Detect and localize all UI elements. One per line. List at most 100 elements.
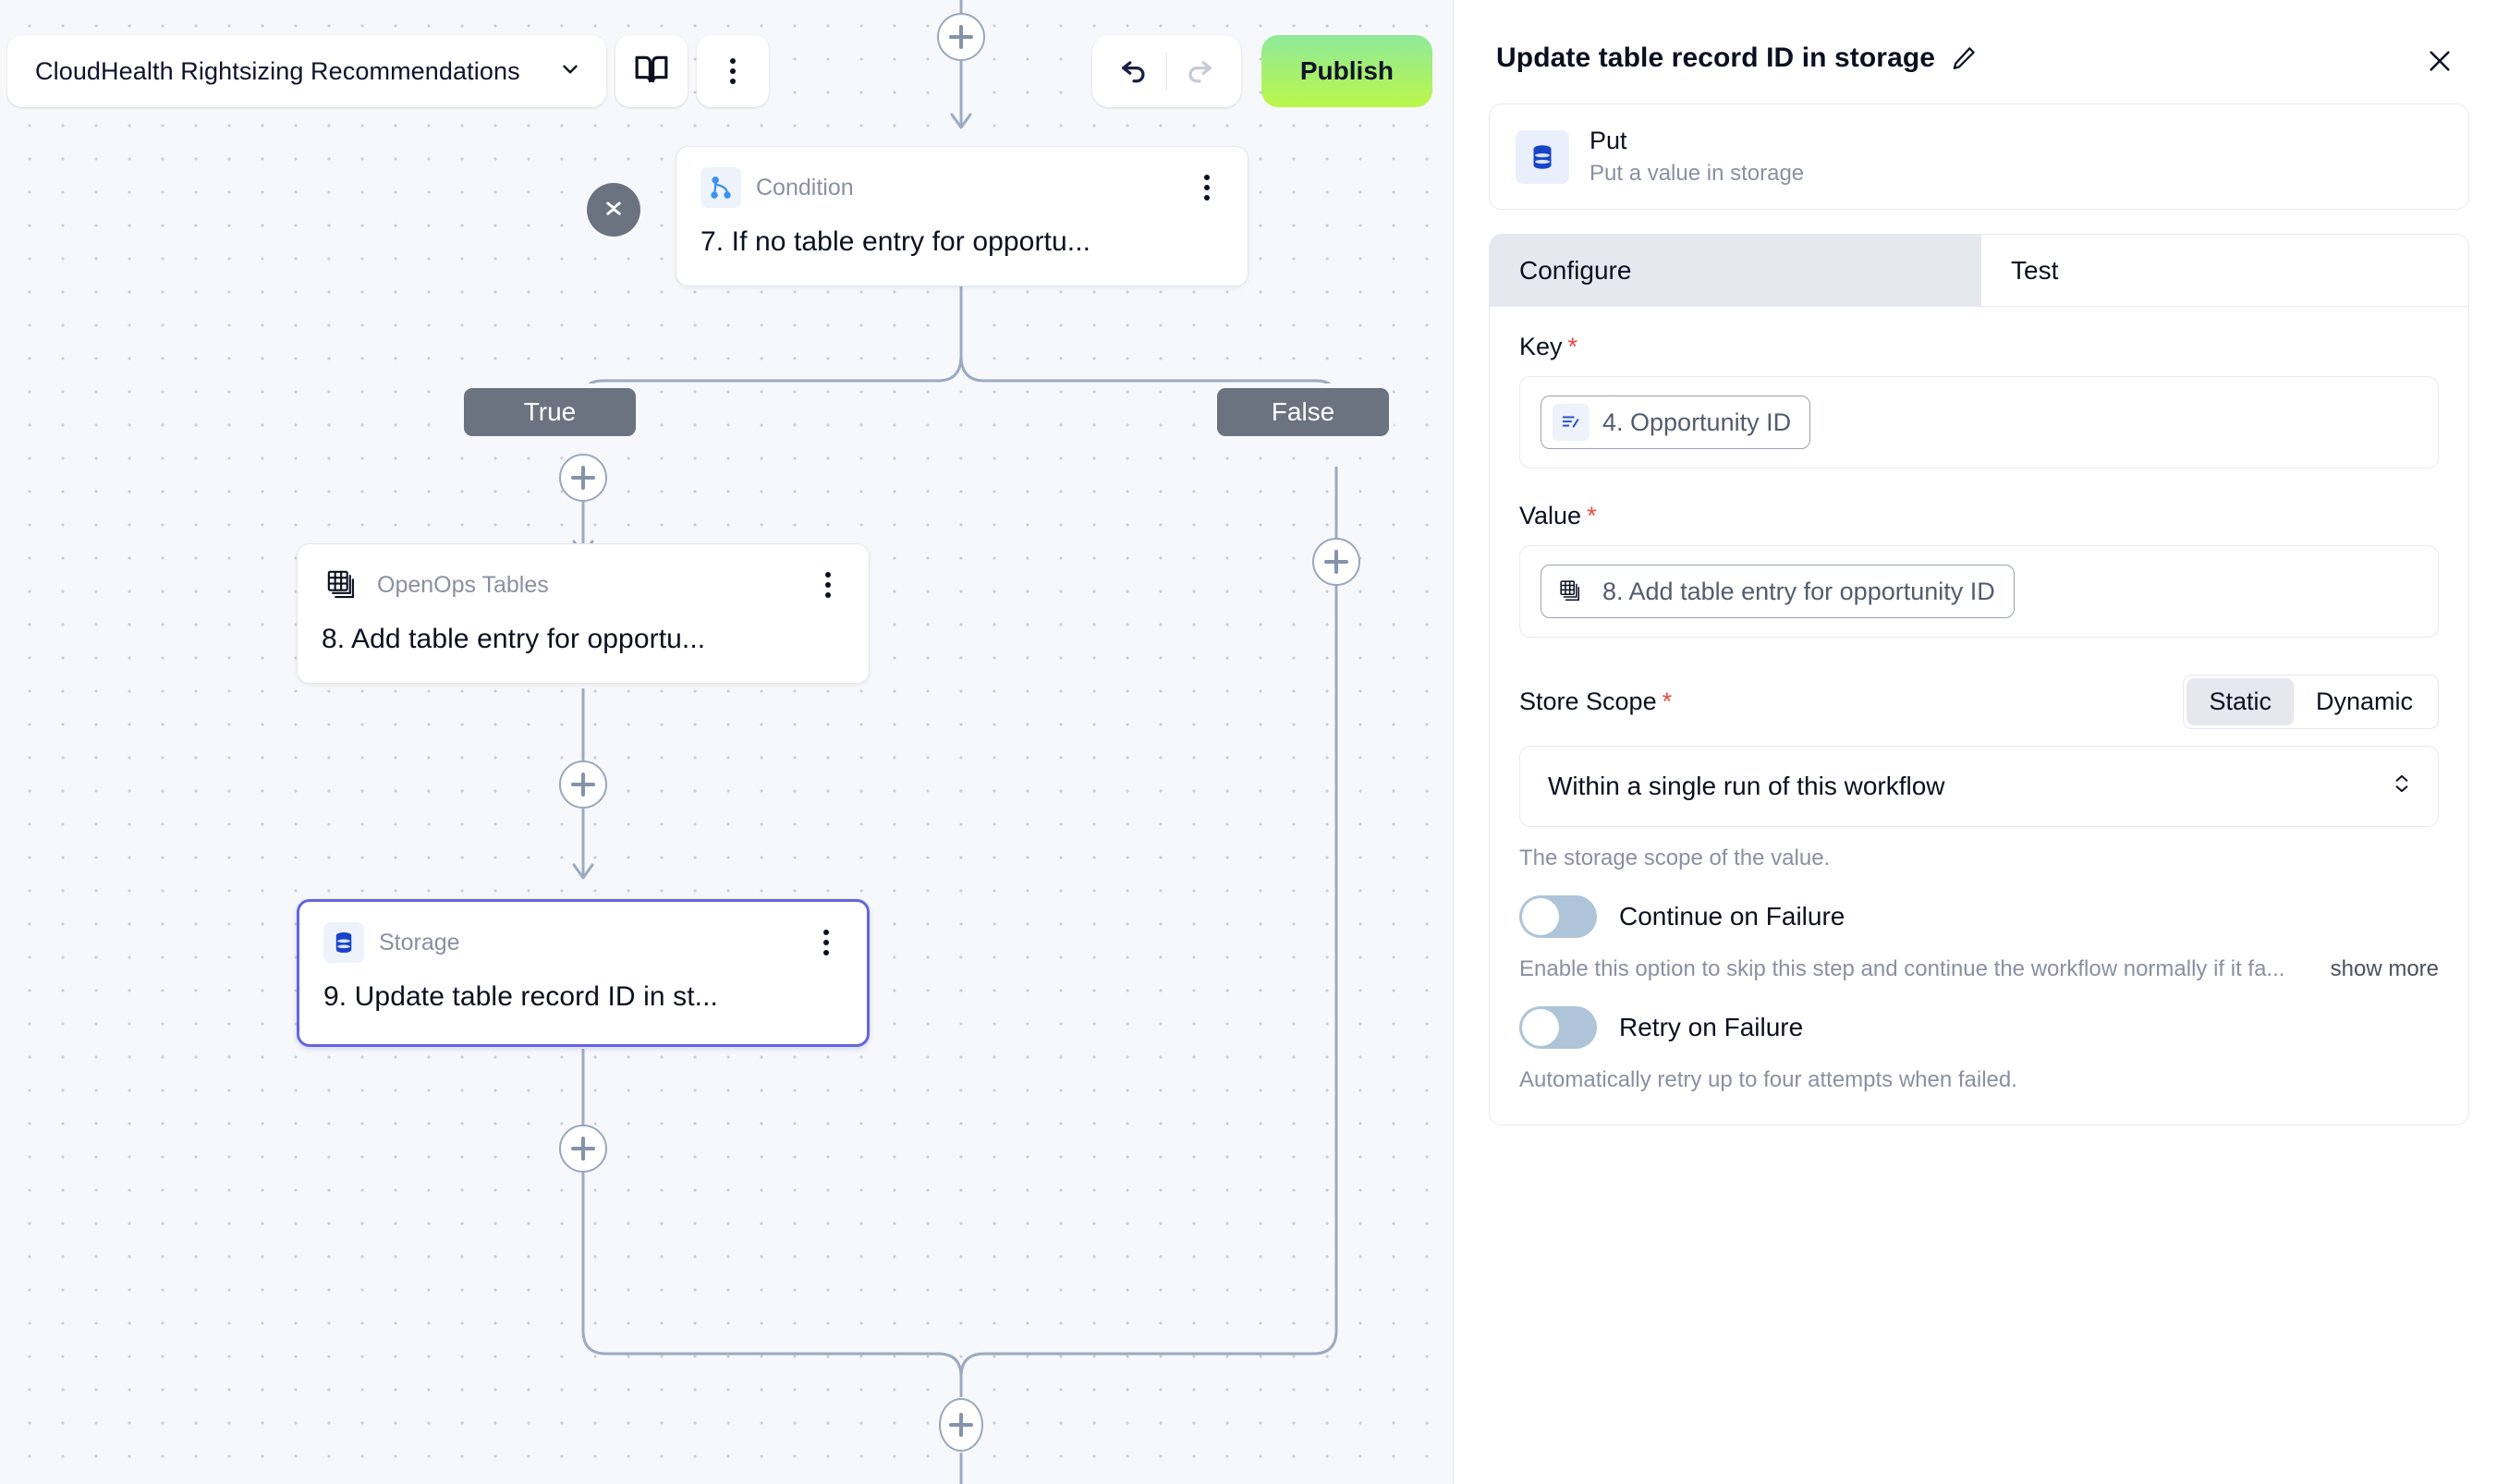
show-more-link[interactable]: show more <box>2330 956 2439 981</box>
workflow-node-openops-tables[interactable]: OpenOps Tables 8. Add table entry for op… <box>297 543 870 684</box>
pencil-icon[interactable] <box>1950 44 1978 72</box>
add-step-plus-top[interactable] <box>937 13 985 61</box>
node-menu-button[interactable] <box>810 922 843 963</box>
tables-icon <box>1553 573 1590 610</box>
retry-on-failure-desc-row: Automatically retry up to four attempts … <box>1519 1067 2439 1093</box>
more-vertical-icon <box>1204 175 1210 201</box>
redo-button[interactable] <box>1173 44 1226 98</box>
book-icon <box>634 52 669 91</box>
node-title: 8. Add table entry for opportu... <box>322 624 706 654</box>
workflow-title-text: CloudHealth Rightsizing Recommendations <box>35 56 520 85</box>
settings-tabs-card: Configure Test Key* 4. Op <box>1489 234 2469 1125</box>
tab-test[interactable]: Test <box>1981 235 2468 307</box>
publish-button[interactable]: Publish <box>1261 35 1432 107</box>
value-input[interactable]: 8. Add table entry for opportunity ID <box>1519 545 2439 638</box>
undo-button[interactable] <box>1107 44 1161 98</box>
piece-row: Put Put a value in storage <box>1490 104 2468 209</box>
undo-redo-group <box>1091 35 1241 107</box>
tables-icon <box>322 565 362 605</box>
retry-on-failure-row: Retry on Failure <box>1519 1006 2439 1049</box>
page-title: Update table record ID in storage <box>1496 43 1936 73</box>
required-asterisk: * <box>1567 333 1578 360</box>
piece-summary-card: Put Put a value in storage <box>1489 103 2469 210</box>
value-label: Value* <box>1519 502 2439 530</box>
branch-label-false[interactable]: False <box>1212 383 1394 441</box>
segment-dynamic[interactable]: Dynamic <box>2315 687 2413 715</box>
canvas-toolbar-right: Publish <box>1091 35 1432 107</box>
store-scope-label-text: Store Scope <box>1519 687 1657 715</box>
workflow-canvas[interactable]: CloudHealth Rightsizing Recommendations <box>0 0 1453 1484</box>
undo-icon <box>1118 54 1150 90</box>
continue-on-failure-label: Continue on Failure <box>1619 902 1845 931</box>
toolbar-divider <box>1165 52 1167 91</box>
tab-configure[interactable]: Configure <box>1490 235 1981 307</box>
segment-static[interactable]: Static <box>2186 678 2294 725</box>
continue-on-failure-desc-row: Enable this option to skip this step and… <box>1519 956 2439 982</box>
node-type-label: Storage <box>379 929 460 955</box>
key-label-text: Key <box>1519 333 1563 360</box>
continue-on-failure-toggle[interactable] <box>1519 895 1597 938</box>
collapse-branch-button[interactable] <box>587 183 640 237</box>
retry-on-failure-toggle[interactable] <box>1519 1006 1597 1049</box>
node-title: 9. Update table record ID in st... <box>323 981 718 1012</box>
more-vertical-icon <box>825 572 831 598</box>
database-icon <box>1516 129 1569 184</box>
node-menu-button[interactable] <box>811 565 845 605</box>
retry-on-failure-label: Retry on Failure <box>1619 1013 1804 1041</box>
step-settings-panel: Update table record ID in storage <box>1453 0 2497 1484</box>
node-type-label: Condition <box>756 174 854 201</box>
add-step-plus-between-8-9[interactable] <box>559 760 607 809</box>
tablist: Configure Test <box>1490 235 2468 307</box>
branch-icon <box>700 167 741 208</box>
key-chip-text: 4. Opportunity ID <box>1602 407 1792 436</box>
store-scope-select[interactable]: Within a single run of this workflow <box>1519 746 2439 827</box>
configure-form: Key* 4. Opportunity ID Value* <box>1490 307 2468 1125</box>
node-header: Storage <box>323 922 843 963</box>
chevrons-up-down-icon <box>2390 772 2414 802</box>
canvas-toolbar-left: CloudHealth Rightsizing Recommendations <box>7 35 769 107</box>
store-scope-helper: The storage scope of the value. <box>1519 845 1831 870</box>
value-chip-text: 8. Add table entry for opportunity ID <box>1602 577 1995 605</box>
node-menu-button[interactable] <box>1190 167 1224 208</box>
panel-header: Update table record ID in storage <box>1489 35 2469 79</box>
value-chip[interactable]: 8. Add table entry for opportunity ID <box>1541 565 2015 618</box>
store-scope-row: Store Scope* Static Dynamic <box>1519 675 2439 729</box>
node-title: 7. If no table entry for opportu... <box>700 226 1091 257</box>
key-label: Key* <box>1519 333 2439 361</box>
store-scope-label: Store Scope* <box>1519 687 1672 716</box>
variable-icon <box>1553 404 1590 441</box>
docs-button[interactable] <box>615 35 688 107</box>
store-scope-selected-value: Within a single run of this workflow <box>1548 772 1945 800</box>
more-vertical-icon <box>730 58 736 84</box>
add-step-plus-true-branch[interactable] <box>559 454 607 502</box>
close-icon[interactable] <box>2421 43 2458 79</box>
node-header: OpenOps Tables <box>322 565 845 605</box>
add-step-plus-false-branch[interactable] <box>1312 538 1360 586</box>
workflow-title-dropdown[interactable]: CloudHealth Rightsizing Recommendations <box>7 35 606 107</box>
piece-description: Put a value in storage <box>1590 161 1805 186</box>
database-icon <box>323 922 364 963</box>
node-type-label: OpenOps Tables <box>377 571 549 598</box>
more-options-button[interactable] <box>697 35 769 107</box>
panel-title-wrap: Update table record ID in storage <box>1496 43 1978 74</box>
more-vertical-icon <box>823 930 829 955</box>
workflow-node-storage[interactable]: Storage 9. Update table record ID in st.… <box>297 899 870 1047</box>
key-chip[interactable]: 4. Opportunity ID <box>1541 395 1811 449</box>
required-asterisk: * <box>1587 502 1597 529</box>
piece-name: Put <box>1590 127 1627 154</box>
workflow-node-condition[interactable]: Condition 7. If no table entry for oppor… <box>676 146 1248 286</box>
required-asterisk: * <box>1662 687 1673 715</box>
node-header: Condition <box>700 167 1224 208</box>
continue-on-failure-description: Enable this option to skip this step and… <box>1519 956 2285 981</box>
add-step-plus-merge[interactable] <box>939 1398 983 1452</box>
continue-on-failure-row: Continue on Failure <box>1519 895 2439 938</box>
add-step-plus-after-9[interactable] <box>559 1125 607 1173</box>
piece-text: Put Put a value in storage <box>1590 127 1804 187</box>
static-dynamic-toggle: Static Dynamic <box>2183 675 2439 729</box>
toggle-knob <box>1522 898 1559 935</box>
value-label-text: Value <box>1519 502 1582 529</box>
branch-label-true[interactable]: True <box>459 383 640 441</box>
retry-on-failure-description: Automatically retry up to four attempts … <box>1519 1067 2017 1092</box>
key-input[interactable]: 4. Opportunity ID <box>1519 376 2439 468</box>
toggle-knob <box>1522 1009 1559 1046</box>
